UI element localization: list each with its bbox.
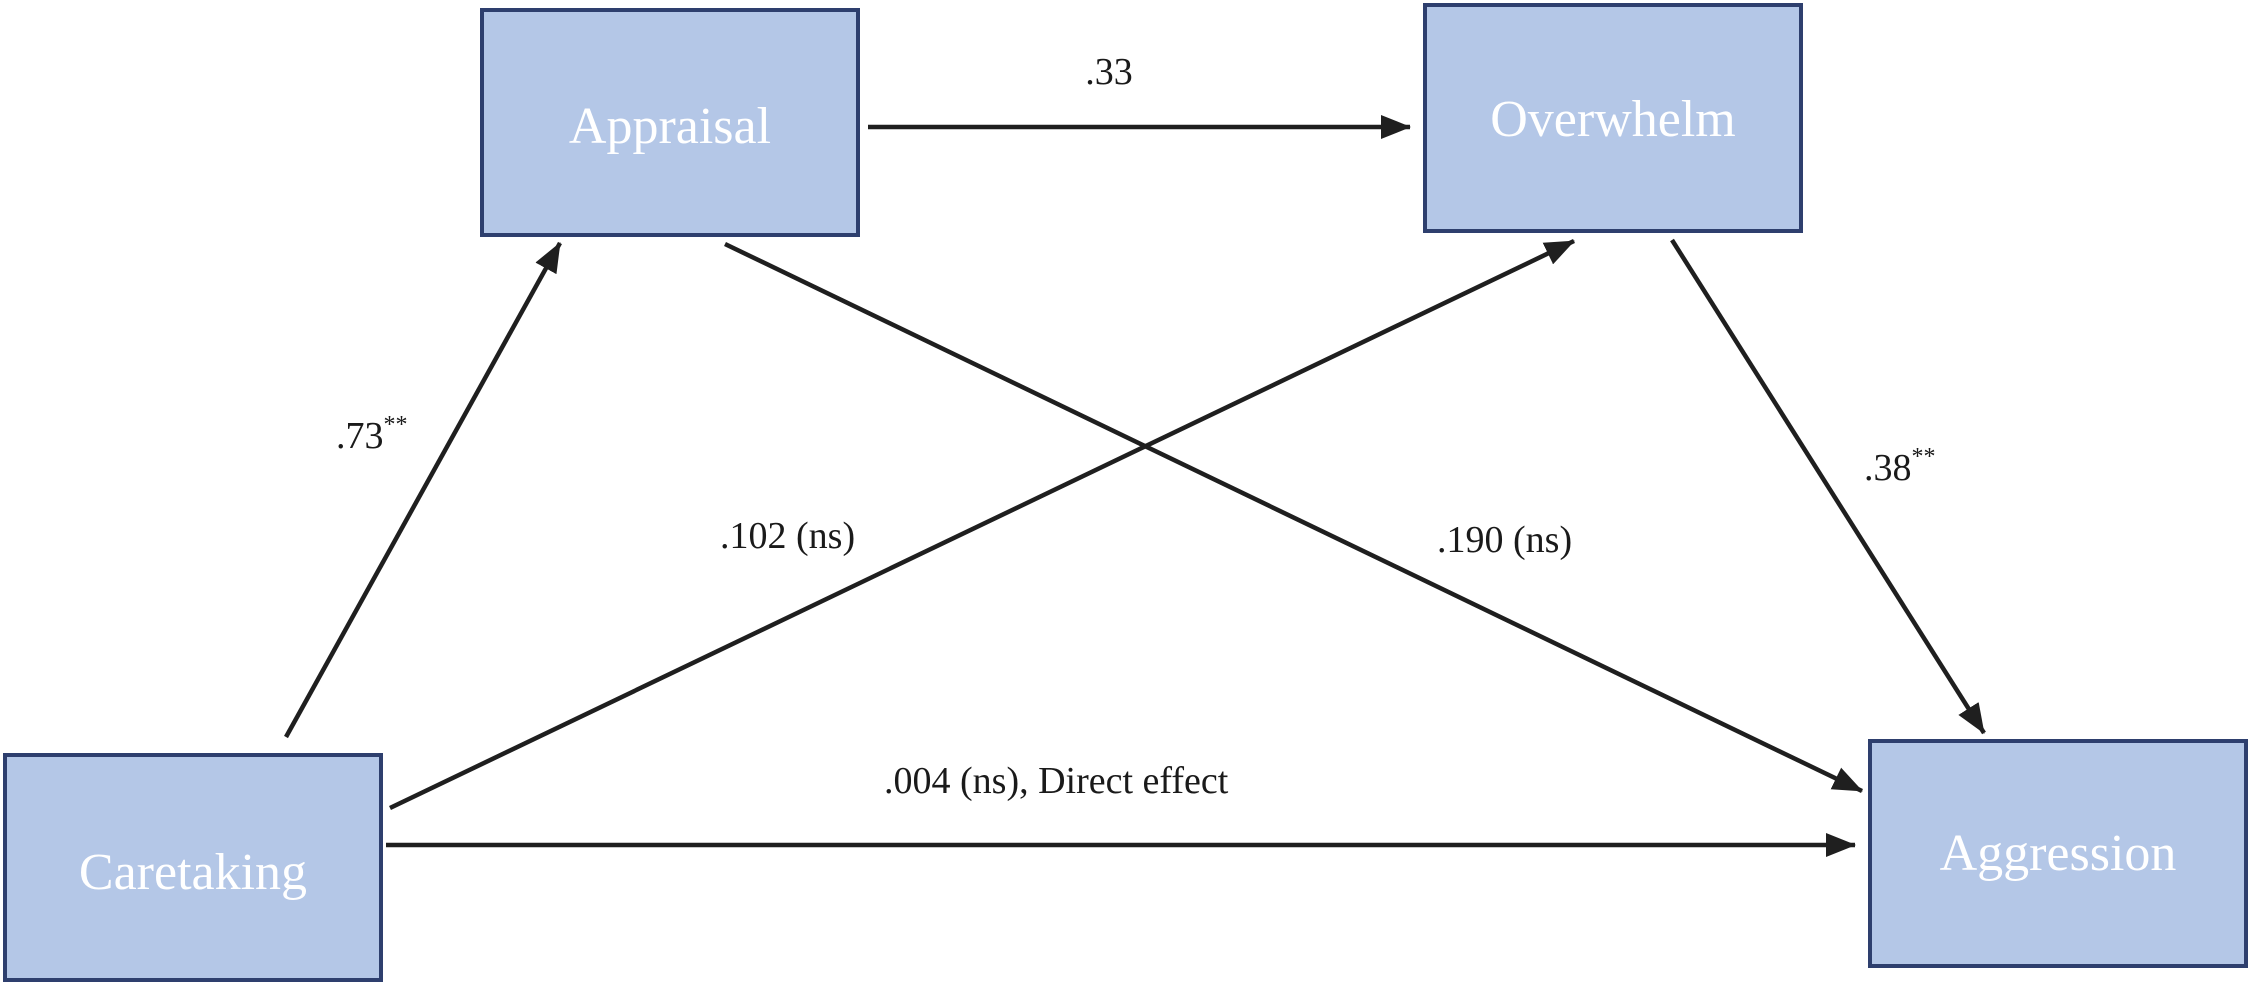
edge-caretaking-to-overwhelm	[389, 238, 1575, 811]
node-aggression-label: Aggression	[1940, 825, 2177, 882]
coef-caretaking-to-overwhelm: .102 (ns)	[720, 515, 855, 557]
sig-stars: **	[1912, 444, 1936, 470]
node-overwhelm: Overwhelm	[1423, 3, 1803, 233]
coef-appraisal-to-aggression: .190 (ns)	[1437, 519, 1572, 561]
coef-overwhelm-to-aggression: .38**	[1864, 444, 1936, 489]
node-caretaking-label: Caretaking	[79, 844, 307, 901]
coef-appraisal-to-overwhelm: .33	[1085, 51, 1133, 93]
node-appraisal: Appraisal	[480, 8, 860, 237]
node-overwhelm-label: Overwhelm	[1490, 91, 1735, 148]
coef-caretaking-to-appraisal: .73**	[336, 412, 408, 457]
edge-appraisal-to-aggression	[724, 241, 1863, 794]
node-appraisal-label: Appraisal	[569, 98, 771, 155]
node-aggression: Aggression	[1868, 739, 2248, 968]
coef-caretaking-to-aggression: .004 (ns), Direct effect	[884, 760, 1229, 802]
node-caretaking: Caretaking	[3, 753, 383, 982]
edge-overwhelm-to-aggression	[1670, 238, 1986, 735]
edge-caretaking-to-appraisal	[284, 241, 562, 739]
sig-stars: **	[384, 412, 408, 438]
